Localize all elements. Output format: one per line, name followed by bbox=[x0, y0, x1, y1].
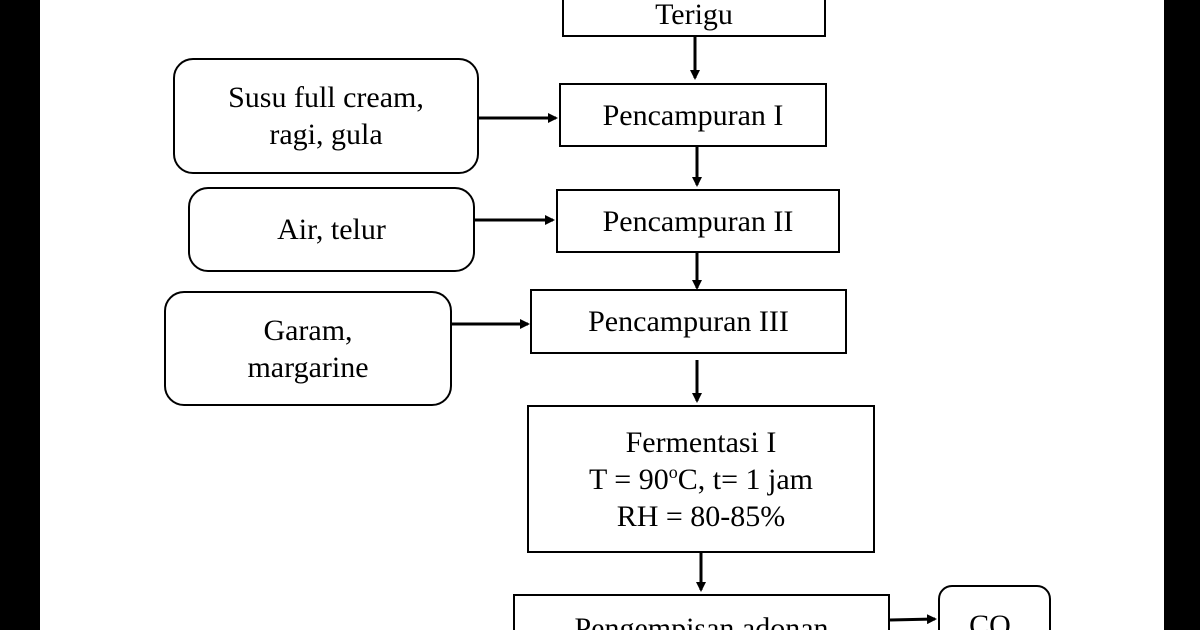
node-pencampuran-3-label: Pencampuran III bbox=[588, 305, 789, 338]
node-fermentasi-line2: T = 90oC, t= 1 jam bbox=[589, 461, 813, 498]
node-susu-line1: Susu full cream, bbox=[228, 81, 424, 114]
node-fermentasi-line1: Fermentasi I bbox=[625, 425, 777, 459]
node-air-telur-label: Air, telur bbox=[277, 213, 386, 246]
node-pengempisan-adonan: Pengempisan adonan bbox=[513, 594, 890, 630]
node-co2-label: CO2 bbox=[969, 607, 1020, 630]
co2-subscript: 2 bbox=[1011, 626, 1020, 630]
node-pencampuran-1-label: Pencampuran I bbox=[602, 98, 784, 132]
fermentasi-temp-prefix: T = 90 bbox=[589, 462, 669, 496]
node-susu-line2: ragi, gula bbox=[269, 118, 383, 151]
degree-superscript: o bbox=[668, 461, 678, 482]
node-fermentasi-1: Fermentasi I T = 90oC, t= 1 jam RH = 80-… bbox=[527, 405, 875, 553]
node-pencampuran-2: Pencampuran II bbox=[556, 189, 840, 253]
node-pengempisan-label: Pengempisan adonan bbox=[574, 612, 829, 630]
node-garam-line1: Garam, bbox=[263, 313, 353, 347]
node-air-telur: Air, telur bbox=[188, 187, 475, 272]
node-co2: CO2 bbox=[938, 585, 1051, 630]
node-fermentasi-line3: RH = 80-85% bbox=[616, 499, 786, 533]
node-pencampuran-2-label: Pencampuran II bbox=[602, 204, 794, 238]
node-terigu: Terigu bbox=[562, 0, 826, 37]
node-pencampuran-1: Pencampuran I bbox=[559, 83, 827, 147]
node-garam-line2: margarine bbox=[247, 350, 369, 384]
fermentasi-temp-suffix: C, t= 1 jam bbox=[677, 462, 813, 496]
node-garam-margarine: Garam, margarine bbox=[164, 291, 452, 406]
node-pencampuran-3: Pencampuran III bbox=[530, 289, 847, 354]
node-terigu-label: Terigu bbox=[655, 0, 733, 31]
node-susu-full-cream: Susu full cream, ragi, gula bbox=[173, 58, 479, 174]
arrow-pengempisan-to-co2 bbox=[889, 614, 937, 625]
co2-main: CO bbox=[969, 609, 1011, 630]
